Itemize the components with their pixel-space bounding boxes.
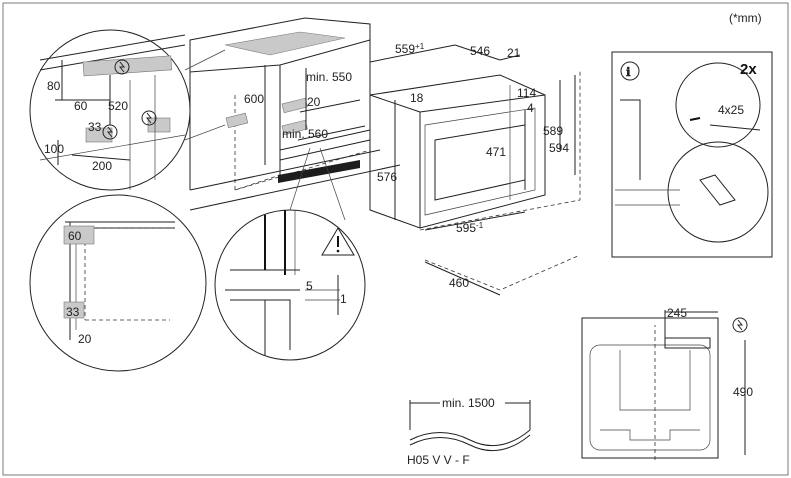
oven-dim-18: 18 bbox=[410, 91, 424, 105]
oven-dim-546: 546 bbox=[470, 44, 490, 58]
rear-view: 245 490 bbox=[581, 306, 753, 460]
dim-20: 20 bbox=[307, 95, 321, 109]
dim-200: 200 bbox=[92, 159, 112, 173]
screw-label: 4x25 bbox=[718, 103, 744, 117]
gap-dim-1: 1 bbox=[340, 292, 347, 306]
warning-icon bbox=[321, 227, 355, 256]
oven-drawing: 559+1 546 21 18 114 4 589 594 471 576 59… bbox=[369, 42, 581, 296]
dim-100: 100 bbox=[44, 142, 64, 156]
corner-dim-33: 33 bbox=[66, 305, 80, 319]
oven-dim-589: 589 bbox=[543, 124, 563, 138]
cabinet-drawing: 600 min. 550 20 min. 560 bbox=[189, 17, 401, 211]
corner-detail-circle: 60 33 20 bbox=[29, 194, 207, 372]
svg-text:ℹ: ℹ bbox=[626, 65, 631, 79]
oven-dim-460: 460 bbox=[449, 276, 469, 290]
oven-dim-559: 559+1 bbox=[395, 42, 425, 56]
dim-min560: min. 560 bbox=[282, 127, 328, 141]
plug-icon bbox=[114, 59, 130, 75]
socket-detail-circle: 80 60 520 33 100 200 bbox=[29, 29, 191, 191]
info-icon: ℹ bbox=[620, 61, 640, 81]
unit-note: (*mm) bbox=[729, 11, 762, 25]
rear-dim-245: 245 bbox=[667, 306, 687, 320]
dim-520: 520 bbox=[108, 99, 128, 113]
dim-33: 33 bbox=[88, 120, 102, 134]
corner-dim-60: 60 bbox=[68, 229, 82, 243]
oven-dim-4: 4 bbox=[527, 101, 534, 115]
dim-600: 600 bbox=[244, 92, 264, 106]
panel-count-label: 2x bbox=[740, 61, 757, 78]
dim-80: 80 bbox=[47, 79, 61, 93]
dim-60: 60 bbox=[74, 99, 88, 113]
oven-dim-576: 576 bbox=[377, 170, 397, 184]
gap-dim-5: 5 bbox=[306, 279, 313, 293]
cable-length: min. 1500 bbox=[442, 396, 495, 410]
oven-dim-114: 114 bbox=[517, 86, 536, 100]
rear-dim-490: 490 bbox=[733, 385, 753, 399]
cable-drawing: min. 1500 H05 V V - F bbox=[407, 396, 531, 467]
screw-panel: 2x ℹ 4x25 bbox=[611, 51, 773, 258]
oven-dim-594: 594 bbox=[549, 141, 569, 155]
oven-dim-595: 595-1 bbox=[456, 221, 484, 235]
plug-icon bbox=[102, 124, 118, 140]
dim-min550: min. 550 bbox=[306, 70, 352, 84]
corner-dim-20: 20 bbox=[78, 332, 92, 346]
oven-dim-471: 471 bbox=[486, 145, 506, 159]
oven-dim-21: 21 bbox=[507, 46, 521, 60]
gap-detail-circle: 5 1 bbox=[214, 209, 366, 361]
cable-type: H05 V V - F bbox=[407, 453, 470, 467]
plug-icon bbox=[141, 110, 157, 126]
plug-icon bbox=[732, 317, 748, 333]
